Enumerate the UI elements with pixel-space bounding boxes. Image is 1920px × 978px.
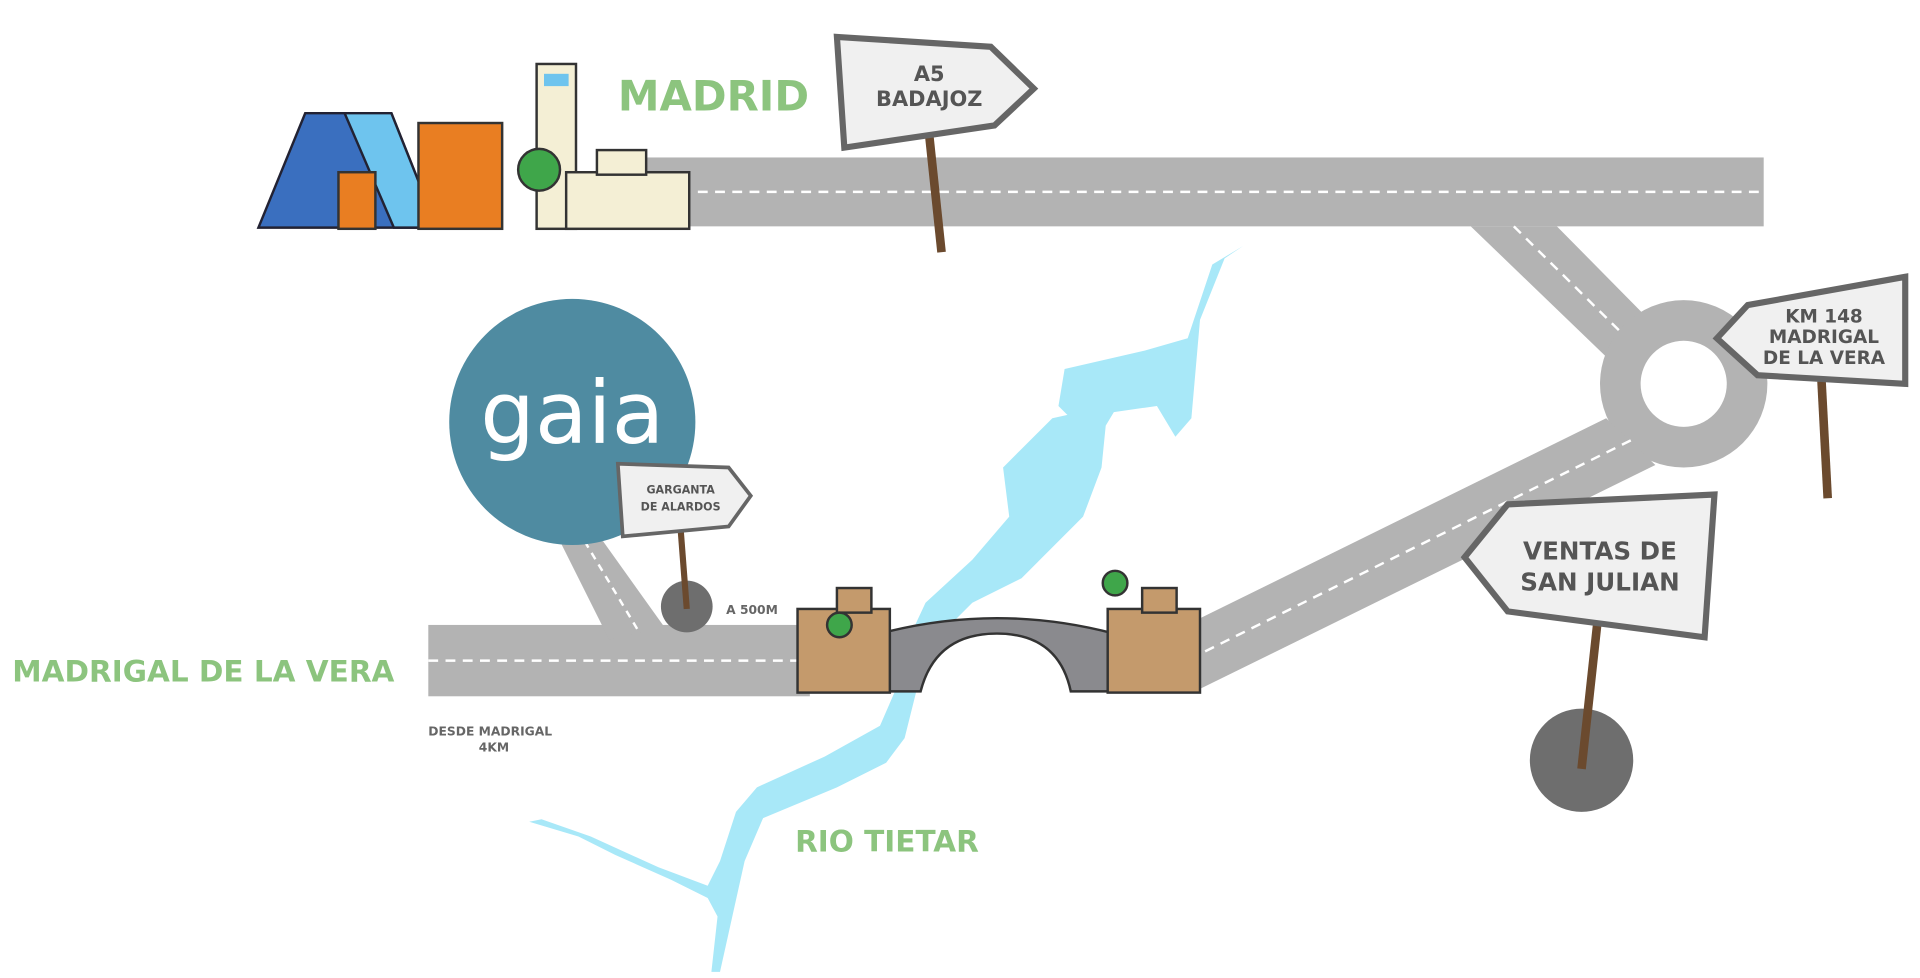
- madrid-skyline-illustration: [256, 62, 691, 231]
- city-label: MADRID: [618, 72, 809, 121]
- svg-text:MADRIGAL: MADRIGAL: [1769, 327, 1879, 348]
- gaia-logo-text: gaia: [480, 364, 664, 464]
- svg-text:DE ALARDOS: DE ALARDOS: [641, 501, 721, 514]
- svg-text:A5: A5: [914, 62, 945, 86]
- river-label: RIO TIETAR: [795, 824, 979, 858]
- from-town-line2: 4KM: [479, 741, 509, 755]
- sign-a5-badajoz: A5 BADAJOZ: [833, 33, 1039, 253]
- svg-text:GARGANTA: GARGANTA: [646, 483, 715, 496]
- roads: [428, 157, 1768, 697]
- from-town-line1: DESDE MADRIGAL: [428, 725, 552, 739]
- sign-km148: KM 148 MADRIGAL DE LA VERA: [1712, 273, 1909, 499]
- distance-marker: A 500M: [726, 603, 778, 617]
- svg-text:BADAJOZ: BADAJOZ: [876, 87, 982, 111]
- svg-text:KM 148: KM 148: [1785, 306, 1863, 327]
- stone-bridge-illustration: [796, 569, 1202, 694]
- town-label: MADRIGAL DE LA VERA: [12, 655, 394, 689]
- river: [529, 246, 1244, 972]
- svg-text:SAN JULIAN: SAN JULIAN: [1520, 567, 1679, 596]
- svg-text:DE LA VERA: DE LA VERA: [1763, 348, 1886, 369]
- svg-text:VENTAS DE: VENTAS DE: [1523, 537, 1677, 566]
- sign-ventas-de-san-julian: VENTAS DE SAN JULIAN: [1460, 491, 1718, 770]
- sign-garganta: GARGANTA DE ALARDOS: [615, 461, 754, 610]
